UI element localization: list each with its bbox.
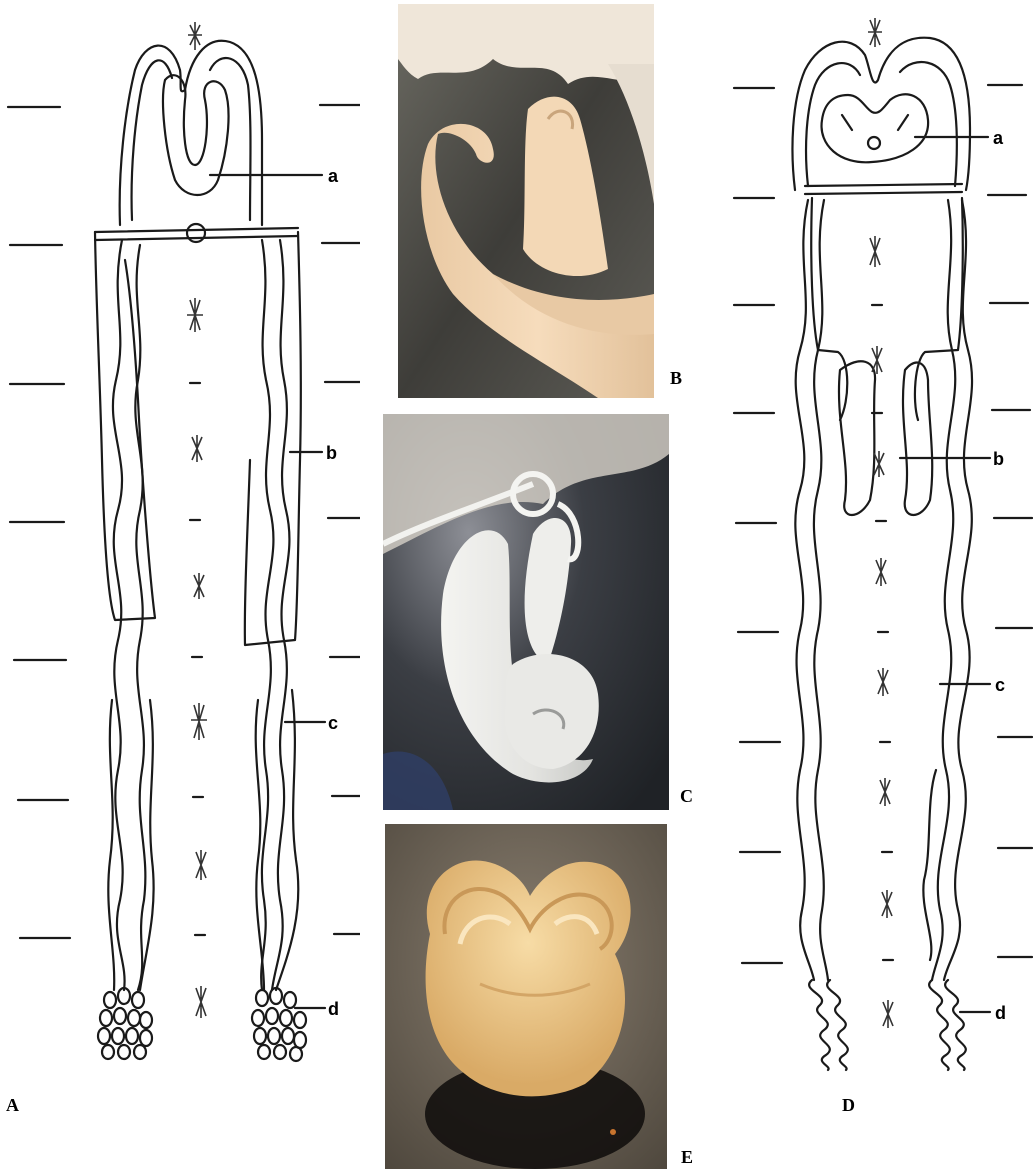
panel-d-head-inner [806, 62, 957, 186]
panel-a-cluster-right [252, 988, 306, 1061]
panel-d-callout-d: d [995, 1003, 1006, 1023]
panel-c-svg [383, 414, 669, 810]
panel-d-label: D [842, 1095, 855, 1116]
panel-e-label: E [681, 1147, 693, 1168]
panel-d-left-tube [795, 200, 828, 980]
panel-a-organ-a [163, 75, 228, 195]
panel-a-head-inner [132, 58, 251, 220]
panel-d-coil-right [929, 980, 966, 1070]
panel-a-cluster-left [98, 988, 152, 1059]
panel-d-right-tube [932, 200, 972, 980]
panel-a-right-tube [261, 240, 289, 990]
panel-a-callout-d: d [328, 999, 339, 1019]
panel-a-head-outer [120, 41, 262, 225]
panel-d-star-marks [868, 18, 893, 1028]
panel-e-photo [385, 824, 667, 1169]
panel-b-svg [398, 4, 654, 398]
panel-d-organ-b [839, 361, 932, 515]
panel-a-callout-a: a [328, 166, 339, 186]
panel-a-left-ticks [8, 107, 70, 938]
panel-b-photo [398, 4, 654, 398]
panel-c-photo [383, 414, 669, 810]
panel-c-label: C [680, 786, 693, 807]
panel-a-septum [95, 228, 298, 240]
panel-a-right-ticks [320, 105, 360, 934]
panel-a-callout-b: b [326, 443, 337, 463]
panel-d-callout-b: b [993, 449, 1004, 469]
panel-e-svg [385, 824, 667, 1169]
panel-a-drawing: a b c d [0, 0, 360, 1080]
panel-a-midline-dashes [190, 383, 205, 935]
panel-d-left-ticks [734, 88, 782, 963]
panel-b-label: B [670, 368, 682, 389]
panel-d-svg: a b c d [700, 0, 1033, 1080]
panel-a-left-tube [113, 240, 145, 990]
panel-d-chamber [811, 198, 963, 420]
panel-d-organ-a [822, 94, 929, 162]
panel-d-callout-a: a [993, 128, 1004, 148]
panel-d-coil-left [809, 980, 848, 1070]
panel-a-callout-c: c [328, 713, 338, 733]
panel-d-drawing: a b c d [700, 0, 1033, 1080]
panel-d-callout-c: c [995, 675, 1005, 695]
panel-d-septum [805, 184, 962, 194]
panel-d-head-outer [792, 38, 970, 190]
panel-a-svg: a b c d [0, 0, 360, 1080]
panel-d-right-ticks [988, 85, 1032, 957]
panel-a-label: A [6, 1095, 19, 1116]
